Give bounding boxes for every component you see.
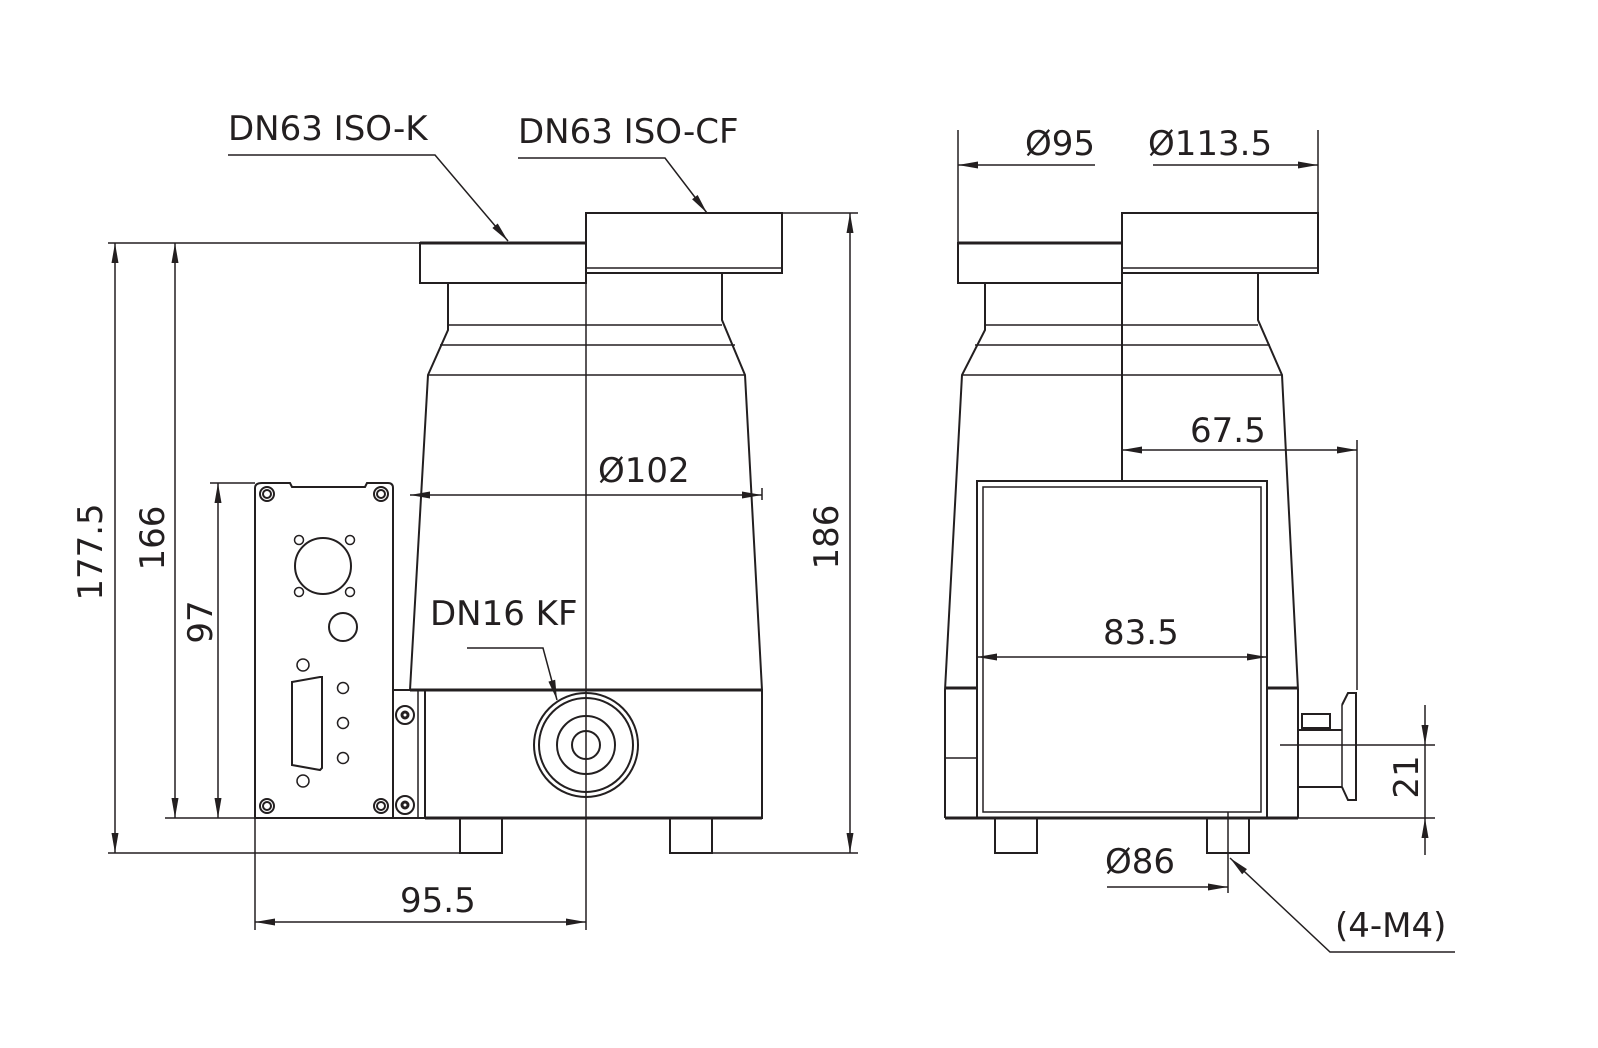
dim-overall-height-cf: 186 (807, 505, 847, 570)
screw-icon (259, 486, 389, 814)
dim-port-offset: 67.5 (1190, 411, 1266, 451)
dim-height-166: 166 (133, 506, 173, 571)
flange-cf-label: DN63 ISO-CF (518, 112, 739, 152)
dim-flange-cf-diameter: Ø113.5 (1148, 124, 1272, 164)
kf-port-side (1298, 692, 1357, 801)
flange-k-label: DN63 ISO-K (228, 109, 429, 149)
left-view: DN63 ISO-K DN63 ISO-CF DN16 KF Ø102 95.5… (71, 109, 858, 930)
dim-controller-width: 83.5 (1103, 613, 1179, 653)
dim-flange-k-diameter: Ø95 (1025, 124, 1095, 164)
power-socket-icon (328, 612, 358, 642)
dsub-connector-icon (291, 658, 323, 788)
dim-overall-height-k: 177.5 (71, 503, 111, 600)
kf-port-front (533, 692, 639, 798)
controller-panel (254, 482, 426, 819)
dim-controller-offset: 95.5 (400, 881, 476, 921)
pump-body-right (944, 212, 1319, 854)
led-indicator-icon (336, 681, 350, 765)
dim-port-height: 21 (1387, 755, 1427, 798)
dim-foot-circle: Ø86 (1105, 842, 1175, 882)
dim-controller-height: 97 (181, 600, 221, 643)
thread-note: (4-M4) (1335, 906, 1446, 946)
pump-body-left (409, 212, 783, 854)
dimension-lines-left (108, 154, 858, 930)
right-view: Ø95 Ø113.5 67.5 83.5 21 Ø86 (4-M4) (944, 124, 1455, 953)
round-connector-icon (293, 534, 356, 598)
port-label: DN16 KF (430, 594, 578, 634)
dim-body-diameter: Ø102 (598, 451, 690, 491)
dimension-lines-right (957, 130, 1455, 953)
